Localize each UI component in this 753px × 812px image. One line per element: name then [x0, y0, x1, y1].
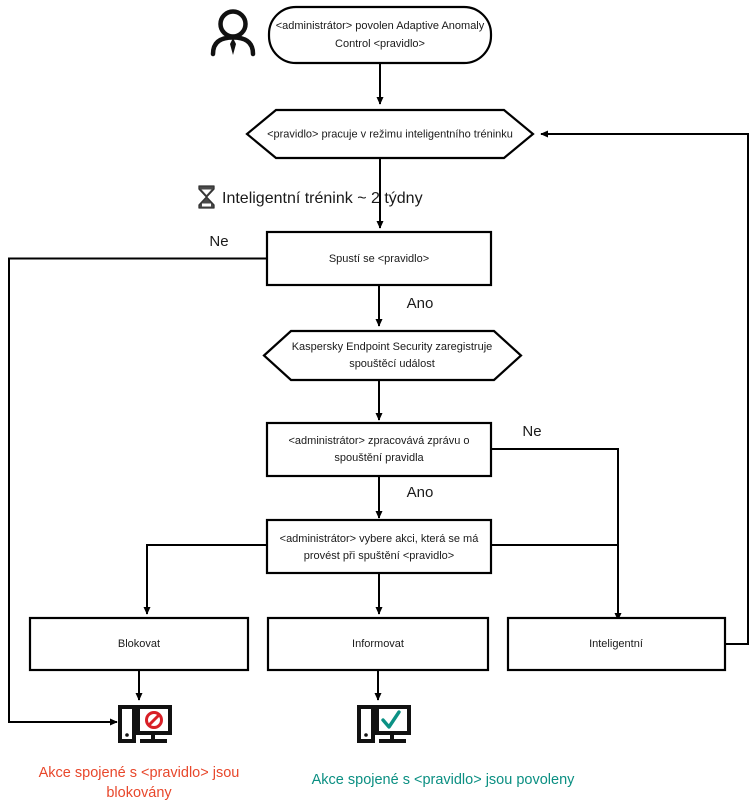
- node-selects-action[interactable]: <administrátor> vybere akci, která se má…: [265, 518, 493, 575]
- node-training-mode-line1: <pravidlo> pracuje v režimu inteligentní…: [267, 128, 513, 140]
- node-block[interactable]: Blokovat: [28, 616, 250, 672]
- node-start[interactable]: <administrátor> povolen Adaptive Anomaly…: [267, 5, 493, 65]
- person-icon: [210, 9, 256, 57]
- outcome-blocked-line1: Akce spojené s <pravidlo> jsou: [39, 765, 240, 781]
- outcome-allowed-line1: Akce spojené s <pravidlo> jsou povoleny: [312, 772, 576, 788]
- edge-label-no-from-report: Ne: [522, 423, 541, 440]
- node-selects-action-line1: <administrátor> vybere akci, která se má: [280, 533, 480, 545]
- node-block-label: Blokovat: [118, 638, 160, 650]
- node-processes-report-line1: <administrátor> zpracovává zprávu o: [289, 435, 470, 447]
- edge-label-no-from-trigger: Ne: [209, 233, 228, 250]
- node-selects-action-line2: provést při spuštění <pravidlo>: [304, 550, 454, 562]
- edge-label-yes-from-trigger: Ano: [407, 295, 434, 312]
- node-inform-label: Informovat: [352, 638, 404, 650]
- node-start-line1: <administrátor> povolen Adaptive Anomaly: [276, 20, 485, 32]
- monitor-allowed-icon: [357, 705, 411, 743]
- edge-action-to-block: [143, 544, 267, 615]
- node-start-line2: Control <pravidlo>: [335, 38, 425, 50]
- outcome-blocked-line2: blokovány: [106, 785, 172, 801]
- node-inform[interactable]: Informovat: [266, 616, 490, 672]
- node-registers-event-line2: spouštěcí událost: [349, 358, 435, 370]
- node-rule-triggers[interactable]: Spustí se <pravidlo>: [265, 230, 493, 287]
- node-smart-label: Inteligentní: [589, 638, 643, 650]
- hourglass-icon: [198, 185, 215, 209]
- node-processes-report-line2: spouštění pravidla: [334, 452, 424, 464]
- node-registers-event[interactable]: Kaspersky Endpoint Security zaregistruje…: [262, 329, 523, 382]
- training-duration-note: Inteligentní trénink ~ 2 týdny: [222, 190, 423, 207]
- node-training-mode[interactable]: <pravidlo> pracuje v režimu inteligentní…: [245, 108, 535, 160]
- node-smart[interactable]: Inteligentní: [506, 616, 727, 672]
- edge-no-from-trigger: [8, 257, 267, 726]
- edge-label-yes-from-report: Ano: [407, 484, 434, 501]
- node-rule-triggers-line1: Spustí se <pravidlo>: [329, 253, 429, 265]
- edge-smart-loopback: [540, 130, 749, 645]
- node-registers-event-line1: Kaspersky Endpoint Security zaregistruje: [292, 341, 493, 353]
- edge-no-from-report: [491, 448, 622, 621]
- monitor-blocked-icon: [118, 705, 172, 743]
- node-processes-report[interactable]: <administrátor> zpracovává zprávu o spou…: [265, 421, 493, 478]
